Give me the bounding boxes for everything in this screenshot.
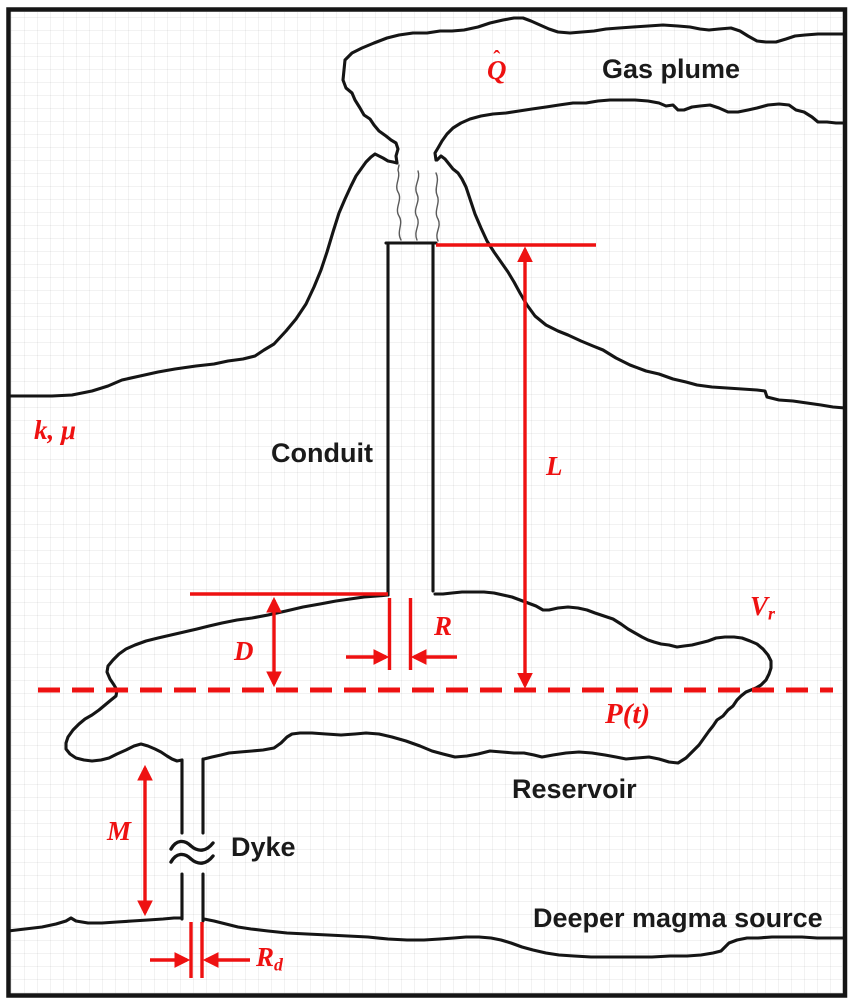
- annotation-Rd: Rd: [256, 942, 283, 975]
- annotation-Vr: Vr: [750, 591, 775, 624]
- annotation-D: D: [234, 636, 254, 666]
- magma-source-boundary-left: [6, 916, 184, 933]
- dyke-break-squiggle-top: [169, 839, 215, 852]
- annotation-M: M: [107, 816, 132, 846]
- gas-plume-outline-top: [341, 16, 847, 165]
- label-dyke: Dyke: [231, 832, 296, 862]
- label-deeper-magma-source: Deeper magma source: [533, 903, 823, 933]
- label-gas-plume: Gas plume: [602, 54, 741, 84]
- annotation-q-hat: ˆ Q: [487, 46, 507, 86]
- figure-frame: [6, 7, 848, 998]
- volcano-right-flank: [435, 154, 847, 410]
- volcano-left-flank: [6, 152, 399, 398]
- label-conduit: Conduit: [271, 438, 373, 468]
- reservoir-outline-right: [202, 590, 773, 765]
- dyke-break-squiggle-bottom: [169, 852, 215, 865]
- magma-source-boundary-right: [202, 917, 847, 959]
- annotation-L: L: [546, 451, 563, 481]
- gas-squiggles: [396, 164, 440, 242]
- q-hat-letter: Q: [487, 55, 507, 86]
- q-hat-circumflex: ˆ: [493, 46, 501, 70]
- label-reservoir: Reservoir: [512, 774, 637, 804]
- annotation-Pt: P(t): [605, 698, 651, 730]
- annotation-R: R: [434, 611, 453, 641]
- reservoir-outline-left: [64, 593, 390, 763]
- annotation-k-mu: k, μ: [34, 415, 77, 445]
- gas-plume-outline-bottom: [433, 98, 847, 162]
